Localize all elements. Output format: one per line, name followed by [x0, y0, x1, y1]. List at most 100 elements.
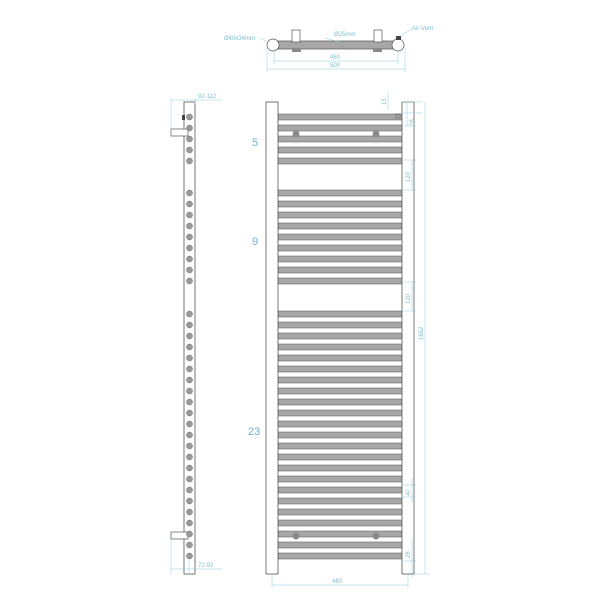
bar-end-circle-icon [186, 200, 193, 208]
air-vent-icon [396, 36, 401, 40]
bar-spacing-dim: 40 [406, 489, 412, 496]
side-bar-ends [186, 113, 193, 560]
top-depth-dim: 92-112 [198, 94, 217, 100]
bar-end-circle-icon [186, 124, 193, 132]
bar-end-circle-icon [186, 541, 193, 549]
heating-bar [277, 508, 403, 516]
heating-bar [277, 255, 403, 263]
bar-end-circle-icon [186, 365, 193, 373]
bar-end-circle-icon [186, 464, 193, 472]
bar-end-circle-icon [186, 497, 193, 505]
right-valve [373, 29, 383, 43]
heating-bar [277, 420, 403, 428]
heating-bar [277, 398, 403, 406]
bar-end-circle-icon [186, 519, 193, 527]
bar-end-circle-icon [186, 310, 193, 318]
bar-end-circle-icon [186, 244, 193, 252]
front-view: 5 9 23 15 [248, 92, 430, 588]
bar-end-circle-icon [186, 321, 193, 329]
left-upright [265, 101, 279, 575]
bar-end-circle-icon [186, 552, 193, 560]
heating-bar [277, 431, 403, 439]
heating-bar [277, 266, 403, 274]
bar-end-circle-icon [186, 409, 193, 417]
heating-bar [277, 409, 403, 417]
bar-end-circle-icon [186, 211, 193, 219]
total-height-dim: 1652 [419, 326, 425, 340]
bar-end-circle-icon [186, 354, 193, 362]
side-air-vent-icon [182, 115, 185, 120]
inner-width-dim: 460 [330, 55, 341, 61]
heating-bar [277, 453, 403, 461]
heating-bar [277, 233, 403, 241]
left-end-cap-icon [266, 38, 280, 52]
heating-bar [277, 189, 403, 197]
bar-end-circle-icon [186, 453, 193, 461]
heating-bar [277, 146, 403, 154]
gap-2-dim: 120 [406, 293, 412, 304]
heating-bar [277, 442, 403, 450]
bottom-last-bar-dim: 28 [406, 551, 412, 558]
centres-width-dim: 460 [332, 579, 343, 585]
bar-end-circle-icon [186, 431, 193, 439]
pipe-diameter-label: Ø25mm [334, 32, 355, 38]
bar-end-circle-icon [186, 376, 193, 384]
bar-end-circle-icon [186, 530, 193, 538]
bar-end-circle-icon [186, 387, 193, 395]
tube-diameter-label: Ø40x34mm [224, 36, 255, 42]
heating-bar [277, 211, 403, 219]
top-offset-dim: 15 [382, 98, 388, 105]
side-view: 92-112 72-92 [170, 94, 222, 575]
heating-bar [277, 486, 403, 494]
bar-end-circle-icon [186, 135, 193, 143]
top-first-bar-dim: 28 [410, 119, 416, 126]
heating-bar [277, 354, 403, 362]
gap-1-dim: 120 [406, 171, 412, 182]
bar-end-circle-icon [186, 332, 193, 340]
bottom-wall-bracket [170, 531, 189, 540]
bottom-depth-dim: 72-92 [198, 563, 214, 569]
air-vent-label: Air Vent [412, 26, 433, 32]
heating-bar [277, 310, 403, 318]
bar-end-circle-icon [186, 398, 193, 406]
bracket-top-left-icon [292, 130, 300, 138]
heating-bar [277, 365, 403, 373]
bar-end-circle-icon [186, 343, 193, 351]
front-air-vent-icon [395, 113, 401, 119]
heating-bar [277, 124, 403, 132]
bar-end-circle-icon [186, 222, 193, 230]
group-label-9: 9 [252, 236, 258, 248]
left-valve-base [292, 49, 301, 52]
heating-bar [277, 332, 403, 340]
bar-end-circle-icon [186, 266, 193, 274]
bar-end-circle-icon [186, 475, 193, 483]
bar-end-circle-icon [186, 277, 193, 285]
group-label-23: 23 [248, 426, 260, 438]
bracket-bottom-right-icon [372, 532, 380, 540]
bar-end-circle-icon [186, 113, 193, 121]
bar-end-circle-icon [186, 233, 193, 241]
heating-bars [277, 113, 403, 560]
bar-end-circle-icon [186, 508, 193, 516]
bar-end-circle-icon [186, 420, 193, 428]
bracket-bottom-left-icon [292, 532, 300, 540]
bar-end-circle-icon [186, 189, 193, 197]
right-valve-base [373, 49, 382, 52]
heating-bar [277, 222, 403, 230]
bar-end-circle-icon [186, 255, 193, 263]
heating-bar [277, 376, 403, 384]
heating-bar [277, 475, 403, 483]
right-end-cap-icon [391, 38, 405, 52]
group-label-5: 5 [252, 137, 258, 149]
heating-bar [277, 497, 403, 505]
heating-bar [277, 277, 403, 285]
bar-end-circle-icon [186, 146, 193, 154]
heating-bar [277, 387, 403, 395]
top-view: Ø40x34mm Ø25mm Air Vent 460 500 [224, 26, 433, 72]
heating-bar [277, 157, 403, 165]
left-valve [291, 29, 301, 43]
heating-bar [277, 541, 403, 549]
heating-bar [277, 321, 403, 329]
top-wall-bracket [170, 128, 189, 137]
